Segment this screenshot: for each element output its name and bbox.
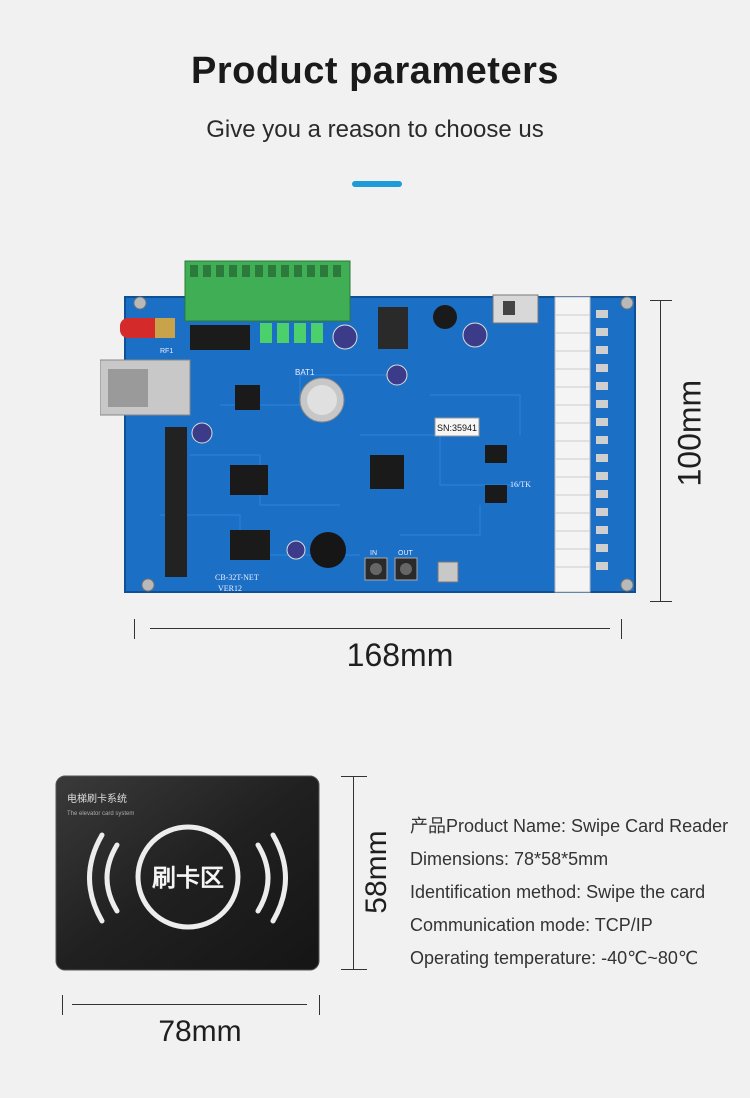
board-width-tick-right [621, 619, 622, 639]
wave-icon-left [87, 832, 120, 924]
board-in-label: IN [370, 550, 377, 557]
board-height-label: 100mm [671, 379, 708, 487]
swipe-card-svg: 电梯刷卡系统 The elevator card system 刷卡区 [55, 775, 320, 971]
board-out-label: OUT [398, 550, 414, 557]
swipe-card-image: 电梯刷卡系统 The elevator card system 刷卡区 [55, 775, 320, 971]
spec-dimensions: Dimensions: 78*58*5mm [410, 849, 609, 869]
circuit-board-svg: SN:35941 CB-32T-NET VER12 BAT1 RF1 16/TK… [99, 260, 636, 593]
card-width-tick-left [62, 995, 63, 1015]
wave-icon-right [255, 832, 288, 924]
board-height-tick-bottom [650, 601, 672, 602]
board-height-tick-top [650, 300, 672, 301]
card-height-line [353, 776, 354, 969]
circuit-board-image: SN:35941 CB-32T-NET VER12 BAT1 RF1 16/TK… [99, 255, 660, 600]
spec-list: 产品Product Name: Swipe Card Reader Dimens… [410, 810, 750, 975]
sn-label: SN:35941 [437, 423, 477, 433]
spec-communication: Communication mode: TCP/IP [410, 915, 653, 935]
board-channel-label: 16/TK [510, 480, 531, 489]
spec-temperature: Operating temperature: -40℃~80℃ [410, 948, 699, 968]
accent-bar [352, 181, 402, 187]
page-title: Product parameters [190, 50, 559, 92]
board-model-label: CB-32T-NET [215, 573, 259, 582]
card-brand-en: The elevator card system [67, 811, 134, 817]
card-height-tick-bottom [341, 969, 367, 970]
card-width-label: 78mm [158, 1015, 242, 1048]
card-swipe-zone-label: 刷卡区 [152, 864, 224, 892]
board-height-line [660, 300, 661, 602]
card-width-tick-right [319, 995, 320, 1015]
spec-product-name: 产品Product Name: Swipe Card Reader [410, 816, 729, 836]
card-height-tick-top [341, 776, 367, 777]
page-subtitle: Give you a reason to choose us [206, 116, 544, 143]
card-height-label: 58mm [360, 830, 393, 914]
card-brand-cn: 电梯刷卡系统 [67, 792, 127, 805]
card-width-line [72, 1004, 307, 1005]
board-width-tick-left [134, 619, 135, 639]
board-width-line [150, 628, 610, 629]
spec-identification: Identification method: Swipe the card [410, 882, 706, 902]
board-bat-label: BAT1 [295, 368, 315, 377]
board-version-label: VER12 [218, 584, 242, 593]
board-width-label: 168mm [346, 637, 454, 673]
board-rf-label: RF1 [160, 348, 173, 355]
